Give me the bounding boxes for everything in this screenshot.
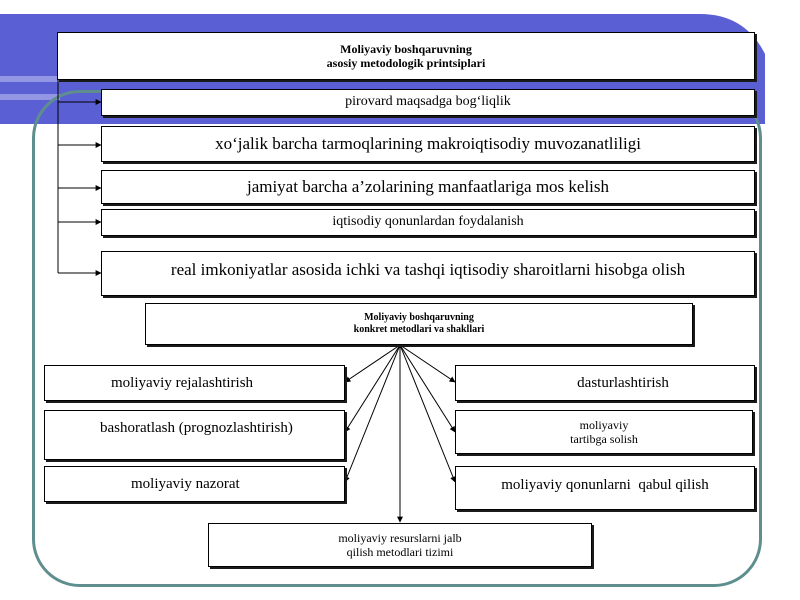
method-right-box-1: dasturlashtirish [455,365,755,401]
methods-title-line-1: Moliyaviy boshqaruvning [364,312,474,323]
main-title-line-2: asosiy metodologik printsiplari [326,56,486,70]
method-right-box-2: moliyaviy tartibga solish [455,410,753,454]
principle-box-5: real imkoniyatlar asosida ichki va tashq… [101,251,755,296]
method-right-box-3: moliyaviy qonunlarni qabul qilish [455,466,755,510]
principle-box-3: jamiyat barcha a’zolarining manfaatlarig… [101,170,755,204]
method-left-box-1: moliyaviy rejalashtirish [44,365,345,401]
principle-label-1: pirovard maqsadga bog‘liqlik [345,94,511,110]
method-left-label-3: moliyaviy nazorat [131,476,240,492]
principle-label-3: jamiyat barcha a’zolarining manfaatlarig… [246,176,610,196]
principle-label-5: real imkoniyatlar asosida ichki va tashq… [170,260,686,279]
principle-label-4: iqtisodiy qonunlardan foydalanish [332,214,524,230]
main-title-line-1: Moliyaviy boshqaruvning [340,41,472,56]
main-title-box: Moliyaviy boshqaruvning asosiy metodolog… [57,32,755,80]
bottom-line-2: qilish metodlari tizimi [346,545,454,559]
method-right-label-3: moliyaviy qonunlarni qabul qilish [501,477,709,493]
method-left-box-3: moliyaviy nazorat [44,466,345,502]
bottom-box: moliyaviy resurslarni jalb qilish metodl… [208,523,592,567]
methods-title-line-2: konkret metodlari va shakllari [353,324,485,335]
principle-box-4: iqtisodiy qonunlardan foydalanish [101,209,755,236]
principle-box-2: xo‘jalik barcha tarmoqlarining makroiqti… [101,126,755,162]
method-left-label-1: moliyaviy rejalashtirish [111,375,254,391]
method-left-label-2: bashoratlash (prognozlashtirish) [100,420,293,436]
methods-title-box: Moliyaviy boshqaruvning konkret metodlar… [145,303,693,345]
method-right-label-1: dasturlashtirish [577,375,669,391]
bottom-line-1: moliyaviy resurslarni jalb [338,530,462,545]
principle-label-2: xo‘jalik barcha tarmoqlarining makroiqti… [215,133,641,153]
method-right-label-2-line-1: moliyaviy [579,417,629,432]
method-right-label-2-line-2: tartibga solish [570,432,638,446]
principle-box-1: pirovard maqsadga bog‘liqlik [101,89,755,116]
method-left-box-2: bashoratlash (prognozlashtirish) [44,410,345,460]
